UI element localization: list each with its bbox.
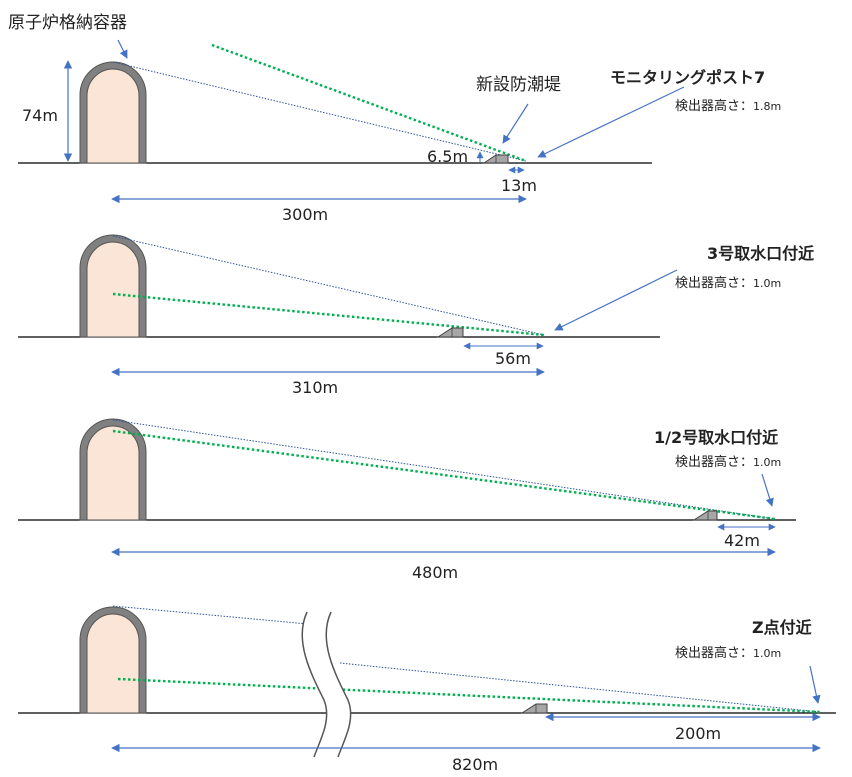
seawall (520, 703, 548, 714)
detector-pointer (537, 86, 685, 158)
detector-height-label: 検出器高さ：1.0m (675, 645, 781, 661)
seawall-distance-label: 42m (724, 531, 760, 550)
blue-sight-line (112, 605, 309, 625)
new-seawall-label: 新設防潮堤 (476, 75, 561, 95)
panel-unit12-intake: 42m 480m 1/2号取水口付近 検出器高さ：1.0m (18, 418, 796, 582)
height-label: 74m (22, 106, 58, 125)
containment-vessel-inner (86, 241, 140, 338)
blue-sight-line (112, 235, 545, 336)
panel-monitoring-post-7: 74m 新設防潮堤 6.5m 13m 300m モニタリングポスト7 検出器高さ… (18, 43, 781, 224)
containment-vessel-inner (86, 425, 140, 521)
seawall-distance-label: 56m (495, 349, 531, 368)
seawall-height-label: 6.5m (427, 147, 468, 166)
detector-height-label: 検出器高さ：1.0m (675, 454, 781, 470)
green-sight-line (112, 429, 776, 521)
blue-sight-line (112, 419, 776, 520)
location-title: 1/2号取水口付近 (654, 428, 778, 447)
total-distance-label: 300m (282, 205, 328, 224)
location-title: Z点付近 (752, 618, 812, 637)
total-distance-label: 820m (452, 755, 498, 774)
new-seawall-pointer (502, 103, 529, 144)
green-sight-line (112, 292, 545, 337)
seawall (692, 510, 718, 521)
detector-pointer (809, 665, 821, 704)
containment-vessel-inner (86, 613, 140, 714)
seawall-distance-label: 200m (675, 724, 721, 743)
detector-height-label: 検出器高さ：1.0m (675, 275, 781, 291)
detector-pointer (554, 269, 678, 331)
panel-unit3-intake: 56m 310m 3号取水口付近 検出器高さ：1.0m (18, 234, 814, 397)
location-title: 3号取水口付近 (707, 244, 814, 263)
detector-pointer (761, 473, 774, 507)
seawall (436, 327, 464, 338)
seawall-distance-label: 13m (501, 176, 537, 195)
axis-break-left (301, 611, 328, 758)
total-distance-label: 310m (292, 378, 338, 397)
green-sight-line (211, 43, 527, 163)
location-title: モニタリングポスト7 (610, 68, 765, 87)
containment-vessel-label: 原子炉格納容器 (8, 13, 127, 33)
containment-vessel-pointer (117, 39, 128, 59)
total-distance-label: 480m (412, 563, 458, 582)
blue-sight-line-continued (339, 662, 821, 713)
containment-vessel-inner (86, 68, 140, 164)
panel-z-point: 200m 820m Z点付近 検出器高さ：1.0m (18, 605, 836, 774)
detector-height-label: 検出器高さ：1.8m (675, 98, 781, 114)
green-sight-line (117, 677, 821, 714)
axis-break-fill (302, 612, 351, 757)
axis-break-right (325, 611, 352, 758)
